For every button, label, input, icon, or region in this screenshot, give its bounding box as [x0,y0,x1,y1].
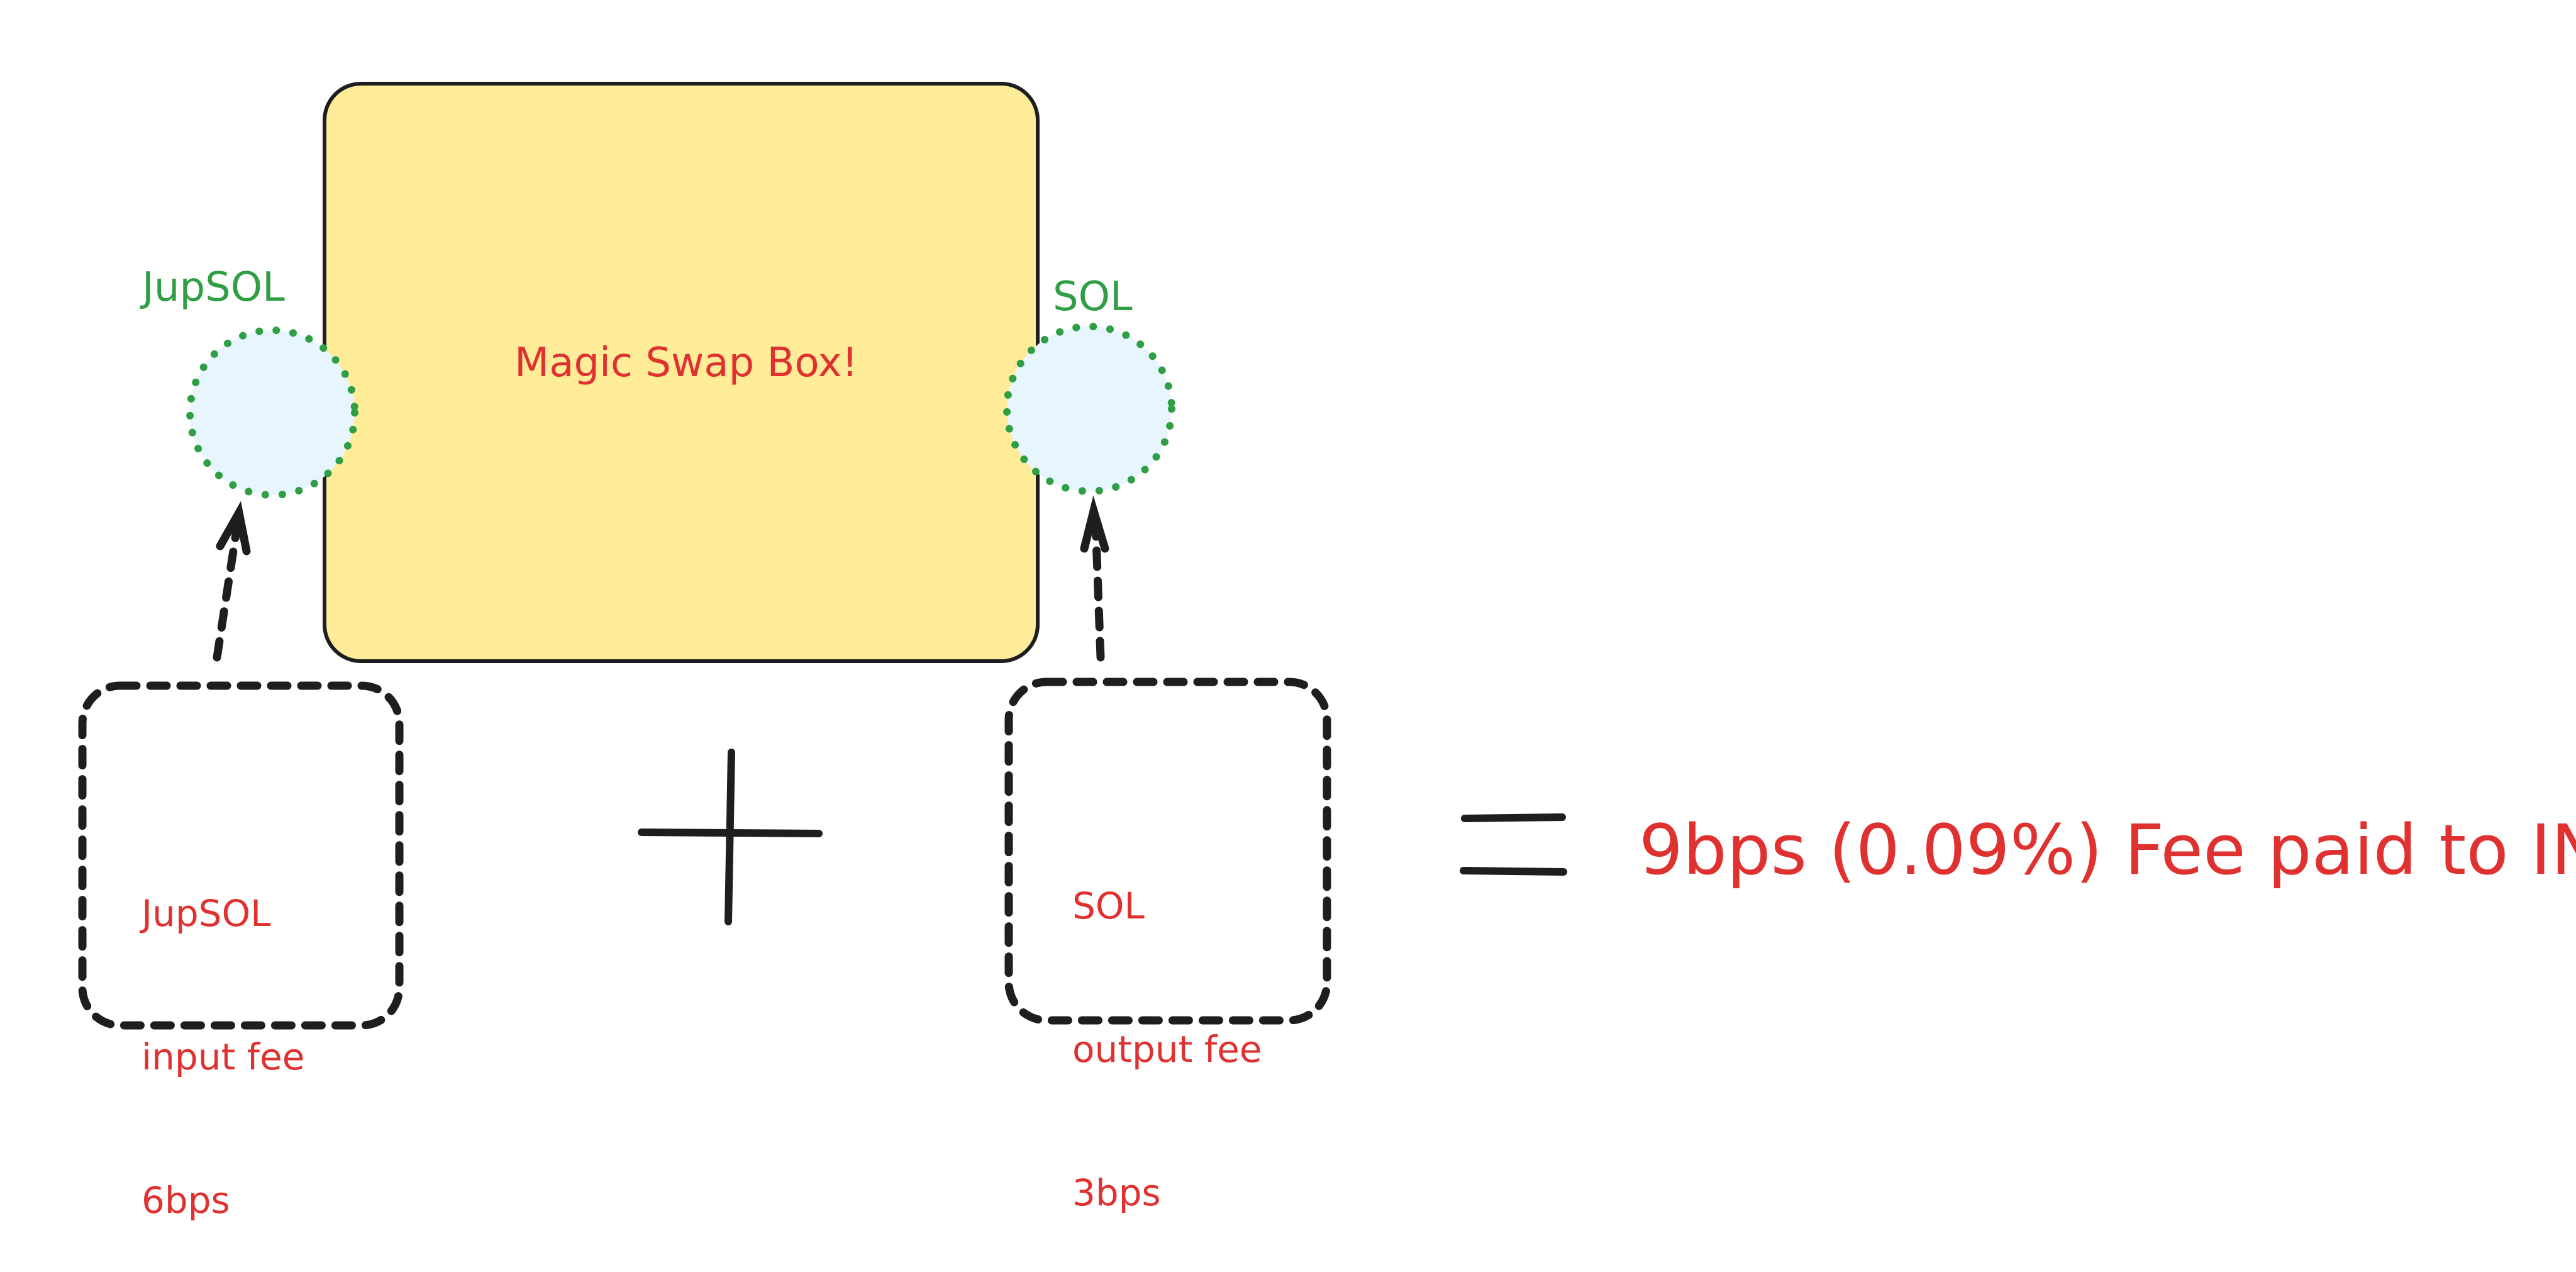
swap-box-title: Magic Swap Box! [514,340,858,386]
input-fee-box [78,681,404,1030]
result-text: 9bps (0.09%) Fee paid to INF [1639,810,2576,890]
output-fee-arrow [1080,495,1109,662]
output-fee-value: 3bps [1072,1171,1161,1214]
output-port-circle [1003,323,1175,495]
input-fee-note: JupSOL input fee 6bps [142,794,304,1272]
input-port-label: JupSOL [142,264,285,311]
equals-sign [1460,813,1567,876]
input-fee-token: JupSOL [142,892,271,935]
diagram-canvas [78,82,1567,1030]
output-port-label: SOL [1053,274,1133,320]
input-fee-value: 6bps [142,1179,230,1222]
input-fee-label: input fee [142,1035,305,1078]
input-port-circle [186,326,358,499]
output-fee-label: output fee [1072,1028,1262,1071]
plus-sign [638,749,823,925]
input-fee-arrow [213,501,251,662]
output-fee-box [1004,678,1331,1025]
output-fee-note: SOL output fee 3bps [1072,786,1262,1264]
output-fee-token: SOL [1072,884,1145,927]
